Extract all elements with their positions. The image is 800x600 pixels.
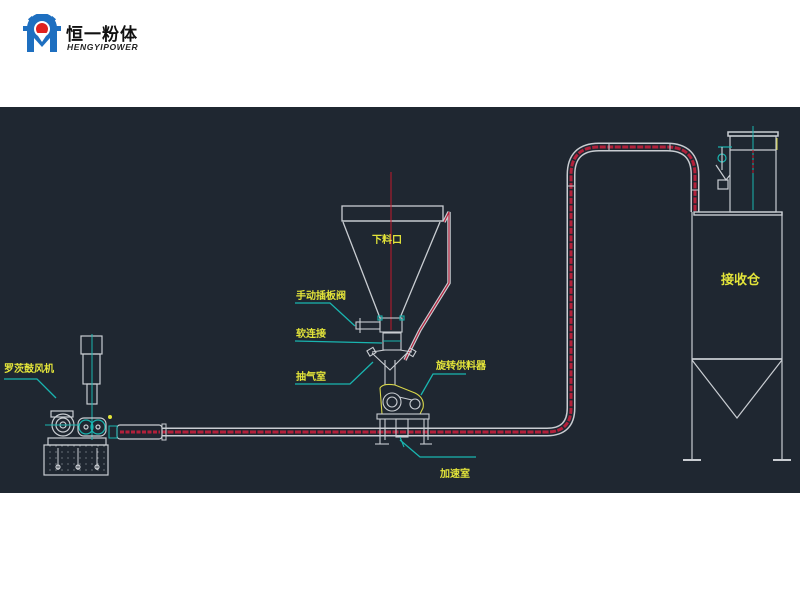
- gate-valve: [355, 315, 405, 333]
- logo-gear-icon: [23, 14, 61, 52]
- label-discharge-port: 下料口: [372, 233, 402, 246]
- feed-hopper: [341, 205, 451, 361]
- receiving-bin: [683, 126, 791, 461]
- label-receiving-bin: 接收仓: [721, 272, 761, 288]
- soft-connection: [382, 332, 402, 351]
- label-air-chamber: 抽气室: [296, 370, 326, 383]
- label-gate-valve: 手动插板阀: [296, 289, 346, 302]
- brand-name-cn: 恒一粉体: [66, 25, 138, 45]
- brand-logo: 恒一粉体 HENGYIPOWER: [22, 14, 142, 56]
- silencer: [108, 415, 167, 441]
- label-rotary-feeder: 旋转供料器: [435, 359, 487, 372]
- label-roots-blower: 罗茨鼓风机: [4, 362, 54, 375]
- air-extraction-chamber: [366, 346, 417, 385]
- leader-lines: [4, 302, 476, 458]
- rotary-feeder: [375, 383, 432, 448]
- label-soft-connection: 软连接: [296, 327, 326, 340]
- conveying-pipe: [160, 142, 700, 437]
- brand-name-en: HENGYIPOWER: [67, 42, 139, 52]
- roots-blower: [43, 334, 109, 476]
- label-acceleration-chamber: 加速室: [439, 467, 470, 480]
